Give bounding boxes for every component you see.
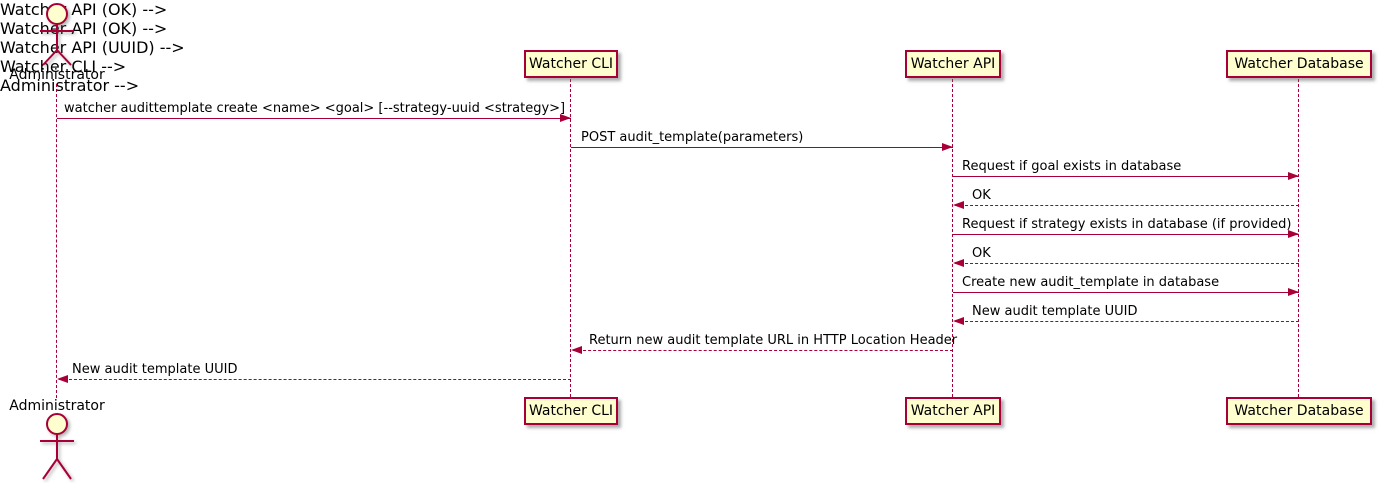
message-label: New audit template UUID xyxy=(72,362,238,377)
message-label: Create new audit_template in database xyxy=(962,275,1220,290)
message-label: New audit template UUID xyxy=(972,304,1138,319)
message-line xyxy=(953,292,1299,293)
actor-name-bottom: Administrator xyxy=(9,398,105,414)
message-line xyxy=(953,234,1299,235)
participant-watcher-database-top: Watcher Database xyxy=(1226,50,1372,78)
message-line xyxy=(573,350,953,351)
message-line xyxy=(57,118,571,119)
message-label: OK xyxy=(972,246,991,261)
message-label: Request if strategy exists in database (… xyxy=(962,217,1292,232)
actor-icon xyxy=(40,413,74,480)
arrowhead-icon xyxy=(57,375,68,383)
arrowhead-icon xyxy=(1288,172,1299,180)
arrowhead-icon xyxy=(571,346,582,354)
arrowhead-icon xyxy=(1288,288,1299,296)
arrowhead-icon xyxy=(953,201,964,209)
message-line xyxy=(955,263,1299,264)
message-line xyxy=(59,379,571,380)
message-line xyxy=(953,176,1299,177)
message-line xyxy=(571,147,953,148)
participant-watcher-api-top: Watcher API xyxy=(905,50,1001,78)
participant-watcher-database-bottom: Watcher Database xyxy=(1226,397,1372,425)
actor-icon xyxy=(40,3,74,66)
participant-label: Watcher API xyxy=(910,403,996,419)
message-label: Request if goal exists in database xyxy=(962,159,1182,174)
lifeline-administrator xyxy=(56,84,57,398)
arrowhead-icon xyxy=(1288,230,1299,238)
participant-label: Watcher CLI xyxy=(528,403,614,419)
lifeline-watcher-api xyxy=(952,79,953,397)
message-label: Return new audit template URL in HTTP Lo… xyxy=(589,333,958,348)
arrowhead-icon xyxy=(953,259,964,267)
message-label: watcher audittemplate create <name> <goa… xyxy=(64,101,566,116)
actor-name-top: Administrator xyxy=(9,67,105,83)
participant-label: Watcher Database xyxy=(1234,56,1364,72)
arrowhead-icon xyxy=(942,143,953,151)
participant-watcher-cli-bottom: Watcher CLI xyxy=(524,397,618,425)
message-label: POST audit_template(parameters) xyxy=(581,130,804,145)
message-line xyxy=(955,205,1299,206)
participant-watcher-api-bottom: Watcher API xyxy=(905,397,1001,425)
lifeline-watcher-database xyxy=(1298,79,1299,397)
lifeline-watcher-cli xyxy=(570,79,571,397)
participant-watcher-cli-top: Watcher CLI xyxy=(524,50,618,78)
arrowhead-icon xyxy=(560,114,571,122)
message-line xyxy=(955,321,1299,322)
message-label: OK xyxy=(972,188,991,203)
arrowhead-icon xyxy=(953,317,964,325)
participant-label: Watcher API xyxy=(910,56,996,72)
participant-label: Watcher CLI xyxy=(528,56,614,72)
participant-label: Watcher Database xyxy=(1234,403,1364,419)
